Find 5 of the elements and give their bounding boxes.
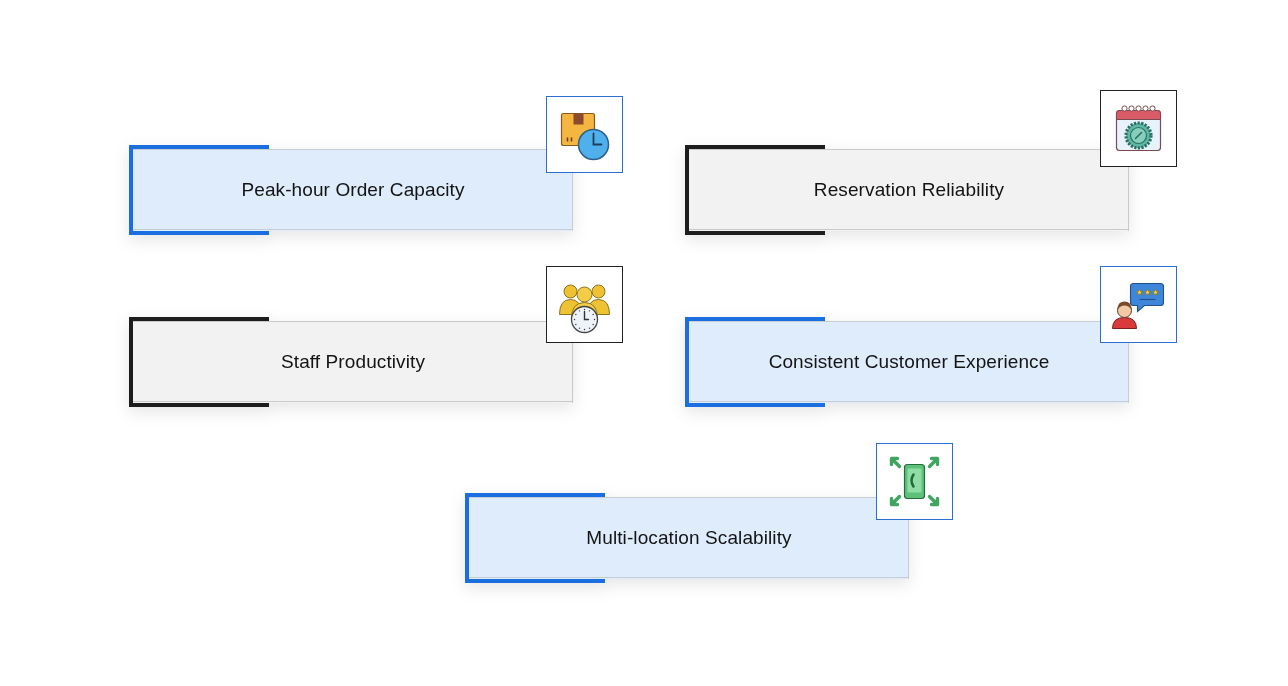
- card-title: Multi-location Scalability: [586, 527, 792, 549]
- card-title: Reservation Reliability: [813, 179, 1005, 201]
- card-title: Consistent Customer Experience: [768, 351, 1050, 373]
- card-title: Peak-hour Order Capacity: [241, 179, 465, 201]
- card-title: Staff Productivity: [281, 351, 425, 373]
